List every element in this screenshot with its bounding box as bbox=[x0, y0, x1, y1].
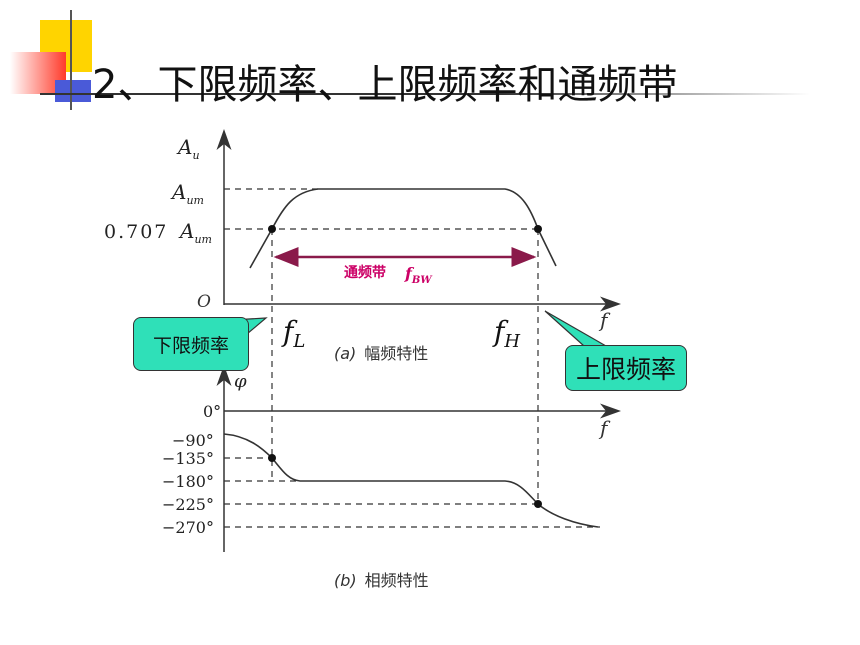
tick-minus135: −135° bbox=[162, 449, 214, 468]
tick-0: 0° bbox=[203, 402, 221, 421]
ratio-aum-label: Aum bbox=[178, 219, 212, 246]
phi-axis-label: φ bbox=[234, 371, 247, 392]
page-title: 2、下限频率、上限频率和通频带 bbox=[92, 62, 678, 108]
aum-label: Aum bbox=[170, 180, 204, 207]
phase-fl-point bbox=[268, 454, 276, 462]
phase-curve bbox=[223, 433, 599, 528]
bandwidth-label: 通频带 bbox=[344, 264, 386, 281]
deco-horizontal-line bbox=[40, 93, 810, 95]
fl-point bbox=[268, 225, 276, 233]
ratio-label: 0.707 bbox=[104, 221, 168, 243]
deco-blue-square bbox=[55, 80, 91, 102]
bottom-x-axis-label: f bbox=[598, 416, 611, 440]
tick-minus270: −270° bbox=[162, 518, 214, 537]
tick-minus90: −90° bbox=[172, 431, 214, 450]
origin-label: O bbox=[197, 292, 211, 312]
fh-label: fH bbox=[492, 315, 520, 352]
bottom-caption: (b)相频特性 bbox=[334, 571, 429, 590]
upper-cutoff-callout: 上限频率 bbox=[565, 345, 687, 391]
au-axis-label: Au bbox=[176, 135, 200, 162]
tick-minus180: −180° bbox=[162, 472, 214, 491]
upper-callout-pointer bbox=[544, 310, 609, 347]
amplitude-curve bbox=[249, 188, 557, 269]
phase-fh-point bbox=[534, 500, 542, 508]
top-caption: (a)幅频特性 bbox=[334, 344, 428, 363]
fl-label: fL bbox=[281, 315, 305, 352]
bandwidth-symbol: fBW bbox=[404, 264, 433, 286]
lower-cutoff-callout: 下限频率 bbox=[133, 317, 249, 371]
fh-point bbox=[534, 225, 542, 233]
tick-minus225: −225° bbox=[162, 495, 214, 514]
deco-vertical-line bbox=[70, 10, 72, 110]
top-x-axis-label: f bbox=[598, 308, 611, 332]
